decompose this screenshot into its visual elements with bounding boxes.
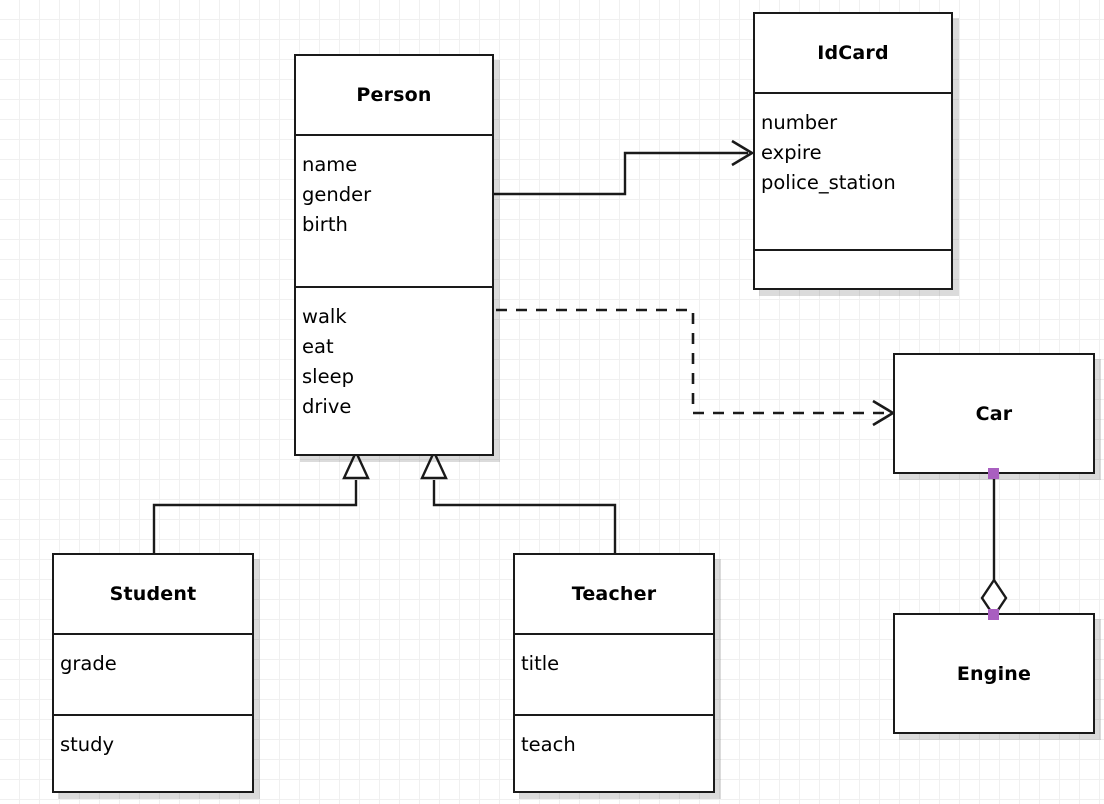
class-teacher-title-compartment: Teacher bbox=[515, 555, 713, 633]
class-engine-name: Engine bbox=[956, 662, 1032, 685]
class-student-title-compartment: Student bbox=[54, 555, 252, 633]
class-person-name: Person bbox=[356, 84, 432, 106]
class-idcard-attributes: number expire police_station bbox=[755, 92, 951, 249]
class-person-attributes: name gender birth bbox=[296, 134, 492, 286]
class-student-name: Student bbox=[109, 583, 197, 605]
class-student[interactable]: Student grade study bbox=[52, 553, 254, 793]
class-teacher-methods: teach bbox=[515, 714, 713, 795]
attribute: number bbox=[761, 111, 838, 134]
class-car[interactable]: Car bbox=[893, 353, 1095, 474]
class-car-name: Car bbox=[975, 402, 1013, 425]
connection-handle-engine[interactable] bbox=[988, 609, 999, 620]
class-teacher-name: Teacher bbox=[571, 583, 657, 605]
class-idcard-title-compartment: IdCard bbox=[755, 14, 951, 92]
class-person-title-compartment: Person bbox=[296, 56, 492, 134]
method: sleep bbox=[302, 365, 354, 388]
attribute: expire bbox=[761, 141, 822, 164]
attribute: title bbox=[521, 652, 560, 675]
edge-person-car[interactable] bbox=[496, 308, 896, 427]
attribute: police_station bbox=[761, 171, 896, 194]
class-student-methods: study bbox=[54, 714, 252, 795]
class-person[interactable]: Person name gender birth walk eat sleep … bbox=[294, 54, 494, 456]
class-teacher[interactable]: Teacher title teach bbox=[513, 553, 715, 793]
class-student-attributes: grade bbox=[54, 633, 252, 714]
edge-student-person[interactable] bbox=[152, 449, 370, 554]
attribute: name bbox=[302, 153, 358, 176]
method: walk bbox=[302, 305, 347, 328]
class-idcard-methods bbox=[755, 249, 951, 288]
attribute: grade bbox=[60, 652, 117, 675]
edge-person-idcard[interactable] bbox=[494, 139, 755, 196]
class-teacher-attributes: title bbox=[515, 633, 713, 714]
class-idcard[interactable]: IdCard number expire police_station bbox=[753, 12, 953, 290]
edge-teacher-person[interactable] bbox=[420, 449, 617, 554]
class-person-methods: walk eat sleep drive bbox=[296, 286, 492, 454]
method: teach bbox=[521, 733, 576, 756]
method: eat bbox=[302, 335, 334, 358]
attribute: birth bbox=[302, 213, 348, 236]
edge-car-engine[interactable] bbox=[980, 474, 1008, 619]
connection-handle-car[interactable] bbox=[988, 468, 999, 479]
method: drive bbox=[302, 395, 352, 418]
attribute: gender bbox=[302, 183, 372, 206]
class-idcard-name: IdCard bbox=[817, 42, 889, 64]
class-engine[interactable]: Engine bbox=[893, 613, 1095, 734]
method: study bbox=[60, 733, 115, 756]
